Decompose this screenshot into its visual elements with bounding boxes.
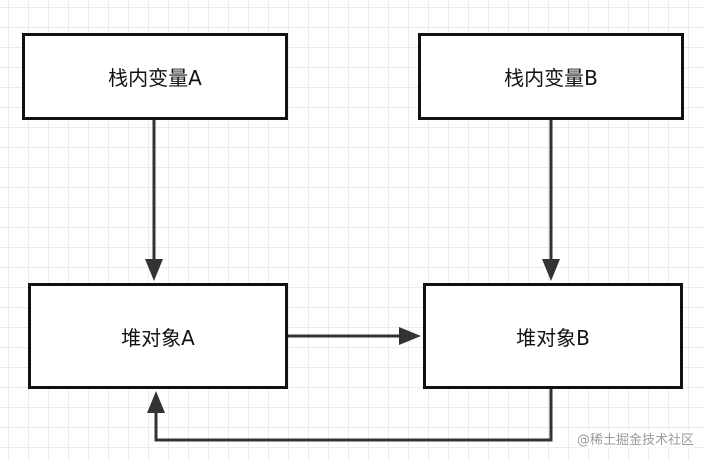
arrowhead-down-icon xyxy=(145,259,163,281)
node-label: 堆对象B xyxy=(516,325,590,350)
node-stack-variable-a: 栈内变量A xyxy=(22,33,288,120)
node-heap-object-b: 堆对象B xyxy=(423,283,683,389)
arrowhead-down-icon xyxy=(542,259,560,281)
node-label: 堆对象A xyxy=(121,325,195,350)
node-label: 栈内变量B xyxy=(504,66,598,90)
node-stack-variable-b: 栈内变量B xyxy=(418,33,684,120)
arrowhead-up-icon xyxy=(147,391,165,413)
arrowhead-right-icon xyxy=(399,327,421,345)
watermark: @稀土掘金技术社区 xyxy=(576,429,694,448)
edge-heap-b-to-heap-a xyxy=(154,389,553,442)
node-heap-object-a: 堆对象A xyxy=(28,283,288,389)
node-label: 栈内变量A xyxy=(108,66,202,90)
